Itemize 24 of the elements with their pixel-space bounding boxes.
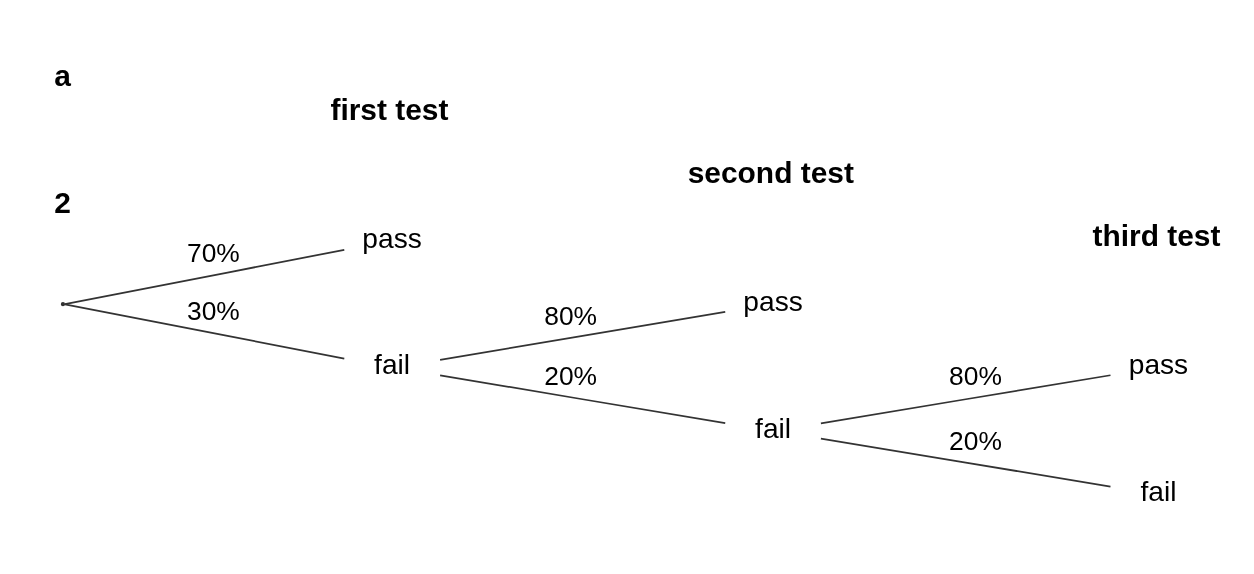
edge-label: 20% — [949, 425, 1002, 456]
node-text: pass — [362, 222, 422, 254]
label: third test — [1092, 218, 1221, 252]
edge-label: 80% — [544, 300, 598, 331]
connector — [64, 248, 346, 305]
label: 2 — [54, 185, 71, 219]
connector — [439, 373, 727, 424]
node-text: fail — [374, 348, 411, 380]
edge-label: 20% — [544, 360, 598, 391]
label: first test — [330, 92, 449, 126]
node-text: pass — [1128, 348, 1189, 380]
connector — [820, 437, 1112, 487]
connector — [820, 373, 1112, 424]
label: a — [54, 58, 71, 92]
connector — [64, 302, 346, 359]
edge-label: 30% — [187, 295, 240, 326]
node-text: pass — [743, 285, 803, 317]
connector — [439, 310, 727, 361]
node-point — [60, 301, 66, 306]
edge-label: 70% — [187, 237, 240, 268]
edge-label: 80% — [949, 360, 1002, 391]
node-text: fail — [1140, 475, 1177, 507]
label: second test — [687, 155, 854, 189]
node-text: fail — [755, 412, 792, 444]
